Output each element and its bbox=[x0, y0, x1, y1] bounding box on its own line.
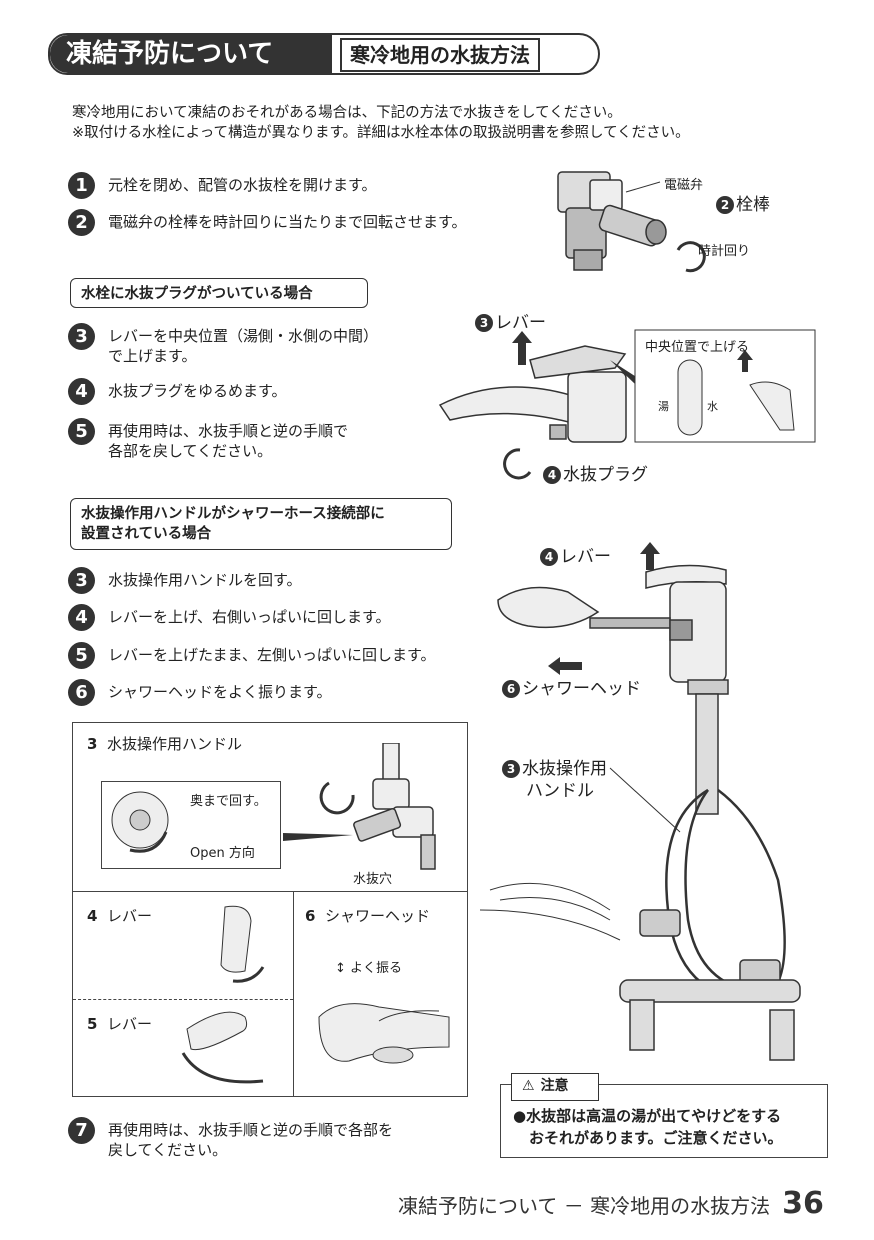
lever-text: レバー bbox=[560, 547, 611, 567]
clockwise-arrow-icon bbox=[676, 241, 706, 273]
handle-text-line-2: ハンドル bbox=[526, 781, 594, 801]
intro-line-1: 寒冷地用において凍結のおそれがある場合は、下記の方法で水抜きをしてください。 bbox=[72, 105, 622, 121]
page-title: 凍結予防について bbox=[50, 35, 332, 73]
shake-text: よく振る bbox=[350, 961, 403, 976]
solenoid-label: 電磁弁 bbox=[664, 178, 704, 193]
turn-text: 奥まで回す。 bbox=[190, 794, 267, 809]
step-text-line-1: 再使用時は、水抜手順と逆の手順で bbox=[108, 422, 349, 440]
step-text: 水抜操作用ハンドルを回す。 bbox=[108, 571, 302, 589]
callout-number: 4 bbox=[540, 548, 558, 566]
shower-shake-figure bbox=[318, 1003, 450, 1064]
inset-title: 中央位置で上げる bbox=[645, 340, 750, 355]
callout-number: 3 bbox=[475, 314, 493, 332]
detail-number: 4 bbox=[87, 907, 98, 925]
step-number: 4 bbox=[68, 378, 95, 405]
lever-left-figure bbox=[181, 1011, 264, 1084]
step-text-line-1: 再使用時は、水抜手順と逆の手順で各部を bbox=[108, 1121, 394, 1139]
detail-text: レバー bbox=[106, 907, 152, 925]
step-number: 6 bbox=[68, 679, 95, 706]
shake-label: ↕ よく振る bbox=[335, 961, 403, 976]
step-number: 1 bbox=[68, 172, 95, 199]
callout-number: 6 bbox=[502, 680, 520, 698]
rod-text: 栓棒 bbox=[736, 195, 770, 215]
section-heading-handle: 水抜操作用ハンドルがシャワーホース接続部に 設置されている場合 bbox=[70, 498, 452, 550]
detail-number: 5 bbox=[87, 1015, 98, 1033]
step-number: 2 bbox=[68, 209, 95, 236]
warning-icon: ⚠ bbox=[522, 1078, 535, 1094]
caution-tag: ⚠ 注意 bbox=[511, 1073, 599, 1101]
page-subtitle: 寒冷地用の水抜方法 bbox=[340, 38, 540, 72]
step-number: 3 bbox=[68, 323, 95, 350]
handle-text-line-1: 水抜操作用 bbox=[522, 759, 607, 779]
pullout-faucet-figure bbox=[479, 542, 801, 1061]
step-text-line-2: 各部を戻してください。 bbox=[108, 442, 273, 460]
detail-text: シャワーヘッド bbox=[324, 907, 430, 925]
section-heading-line-2: 設置されている場合 bbox=[81, 526, 212, 542]
left-arrow-icon bbox=[548, 657, 582, 675]
up-arrow-icon bbox=[512, 331, 532, 365]
intro-line-2: ※取付ける水栓によって構造が異なります。詳細は水栓本体の取扱説明書を参照してくだ… bbox=[72, 125, 690, 141]
step-text-line-1: レバーを中央位置（湯側・水側の中間） bbox=[108, 327, 379, 345]
detail-text: 水抜操作用ハンドル bbox=[106, 735, 242, 753]
step-text: 元栓を閉め、配管の水抜栓を開けます。 bbox=[108, 176, 377, 194]
detail-6-label: 6 シャワーヘッド bbox=[305, 905, 430, 926]
loosen-arrow-icon bbox=[503, 448, 532, 480]
footer-text: 凍結予防について － 寒冷地用の水抜方法 bbox=[398, 1194, 771, 1218]
step-text: レバーを上げ、右側いっぱいに回します。 bbox=[108, 608, 391, 626]
step-text-line-2: 戻してください。 bbox=[108, 1141, 228, 1159]
caution-box: ⚠ 注意 ●水抜部は高温の湯が出てやけどをする おそれがあります。ご注意ください。 bbox=[500, 1073, 828, 1158]
callout-number: 4 bbox=[543, 466, 561, 484]
lever-text: レバー bbox=[495, 313, 546, 333]
step-number: 4 bbox=[68, 604, 95, 631]
detail-3-label: 3 水抜操作用ハンドル bbox=[87, 733, 242, 754]
faucet-plug-figure bbox=[438, 329, 816, 480]
handle-closeup: 奥まで回す。 Open 方向 bbox=[101, 781, 281, 869]
step-number: 5 bbox=[68, 642, 95, 669]
detail-5-label: 5 レバー bbox=[87, 1013, 152, 1034]
callout-number: 2 bbox=[716, 196, 734, 214]
drain-hole-label: 水抜穴 bbox=[353, 872, 393, 887]
step-text-line-1: 水抜プラグをゆるめます。 bbox=[108, 382, 287, 400]
page-footer: 凍結予防について － 寒冷地用の水抜方法 36 bbox=[398, 1186, 824, 1221]
cold-label: 水 bbox=[707, 400, 718, 413]
detail-number: 3 bbox=[87, 735, 98, 753]
detail-number: 6 bbox=[305, 907, 316, 925]
step-number: 3 bbox=[68, 567, 95, 594]
plug-text: 水抜プラグ bbox=[563, 465, 648, 485]
section-heading-plug: 水栓に水抜プラグがついている場合 bbox=[70, 278, 368, 308]
page-title-banner: 凍結予防について 寒冷地用の水抜方法 bbox=[48, 33, 600, 75]
handle-knob-icon bbox=[111, 791, 169, 853]
shower-text: シャワーヘッド bbox=[522, 679, 641, 699]
intro-text: 寒冷地用において凍結のおそれがある場合は、下記の方法で水抜きをしてください。 ※… bbox=[72, 103, 690, 143]
caution-label: 注意 bbox=[540, 1078, 569, 1094]
caution-text: ●水抜部は高温の湯が出てやけどをする おそれがあります。ご注意ください。 bbox=[513, 1105, 783, 1149]
section-heading-line-1: 水抜操作用ハンドルがシャワーホース接続部に bbox=[81, 506, 385, 522]
hot-label: 湯 bbox=[658, 400, 669, 413]
detail-4-label: 4 レバー bbox=[87, 905, 152, 926]
caution-line-1: ●水抜部は高温の湯が出てやけどをする bbox=[513, 1107, 782, 1125]
step-text-line-2: で上げます。 bbox=[108, 347, 197, 365]
lever-right-figure bbox=[220, 905, 265, 983]
detail-text: レバー bbox=[106, 1015, 152, 1033]
open-direction-text: Open 方向 bbox=[190, 846, 255, 861]
page-number: 36 bbox=[782, 1186, 824, 1221]
step-text: シャワーヘッドをよく振ります。 bbox=[108, 683, 332, 701]
solenoid-valve-figure bbox=[557, 171, 706, 273]
detail-panel: 3 水抜操作用ハンドル 奥まで回す。 Open 方向 水抜穴 4 レバー 5 レ… bbox=[72, 722, 468, 1097]
clockwise-label: 時計回り bbox=[698, 244, 751, 259]
caution-line-2: おそれがあります。ご注意ください。 bbox=[529, 1129, 783, 1147]
step-text: 電磁弁の栓棒を時計回りに当たりまで回転させます。 bbox=[108, 213, 467, 231]
callout-number: 3 bbox=[502, 760, 520, 778]
step-text: レバーを上げたまま、左側いっぱいに回します。 bbox=[108, 646, 436, 664]
step-number: 7 bbox=[68, 1117, 95, 1144]
step-number: 5 bbox=[68, 418, 95, 445]
handle-valve-figure bbox=[283, 743, 436, 870]
